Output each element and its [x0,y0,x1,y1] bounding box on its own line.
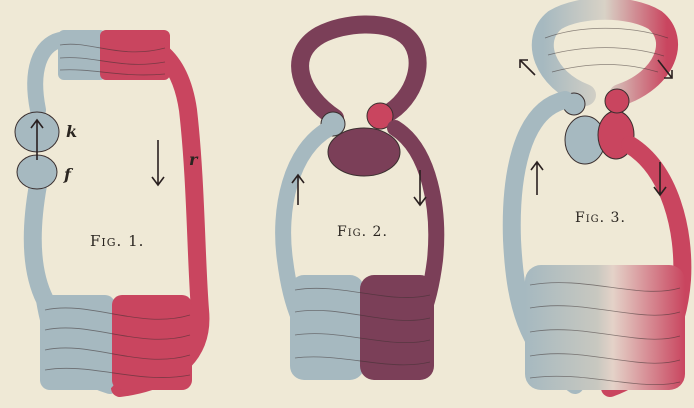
fig3-bottom-capillary [525,265,685,390]
fig1-bottom-capillary-red [112,295,192,390]
fig1-top-capillary-red [100,30,170,80]
fig1-label-k: k [66,122,77,141]
fig3-caption: Fig. 3. [575,210,626,226]
fig2-capillary-purple [360,275,434,380]
fig2-heart [328,128,400,176]
fig1-bulb-f [17,155,57,189]
fig2-capillary-blue [290,275,364,380]
fig1-top-capillary-blue [58,30,106,80]
fig1-caption: Fig. 1. [90,232,144,250]
fig3-right-atrium [605,89,629,113]
fig2-caption: Fig. 2. [337,224,388,240]
